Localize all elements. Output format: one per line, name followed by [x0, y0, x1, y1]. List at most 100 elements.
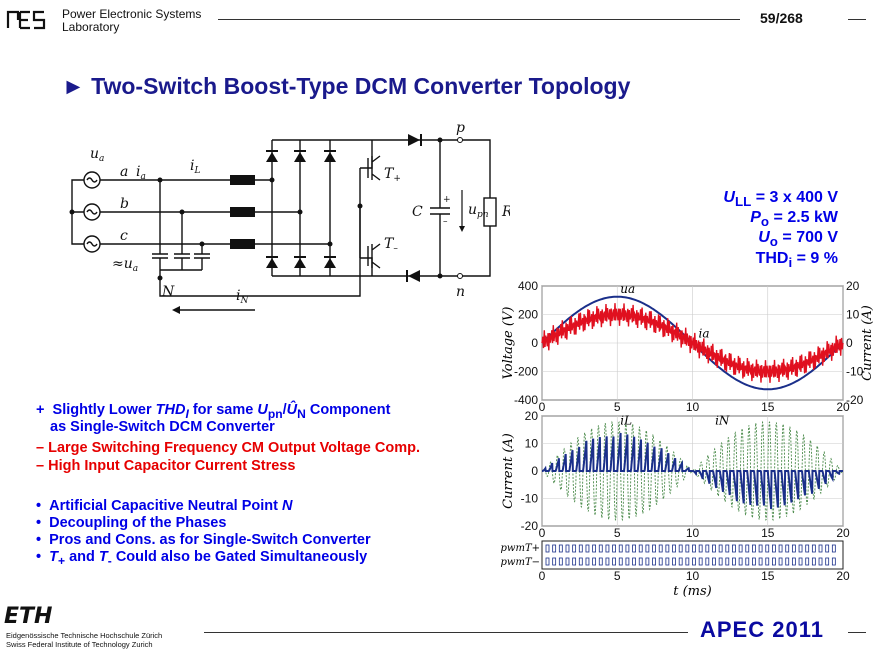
- pwm-tminus-pulse: [785, 557, 790, 566]
- pwm-tplus-pulse: [785, 544, 790, 553]
- chart1-y2tick: 20: [846, 279, 860, 293]
- pwm-tminus-pulse: [825, 557, 830, 566]
- pwm-tplus-pulse: [658, 544, 663, 553]
- label-upn: upn: [468, 202, 489, 220]
- chart1-xtick: 20: [836, 400, 850, 414]
- label-c: c: [120, 228, 128, 244]
- header-divider-tail: [848, 19, 866, 20]
- chart1-ytick: 0: [531, 336, 538, 350]
- pro-bullet: + Slightly Lower THDI for same Upn/ÛN Co…: [36, 402, 391, 421]
- pwm-tminus-pulse: [725, 557, 730, 566]
- pwm-tminus-pulse: [572, 557, 577, 566]
- pwm-tminus-pulse: [625, 557, 630, 566]
- pwm-tminus-pulse: [545, 557, 550, 566]
- pwm-tplus-pulse: [612, 544, 616, 553]
- chart2-xtick: 15: [761, 526, 775, 540]
- footer-divider-tail: [848, 632, 866, 633]
- eth-name: Eidgenössische Technische Hochschule Zür…: [6, 631, 162, 649]
- pwm-tminus-pulse: [685, 557, 690, 566]
- pro-bullet-line2: as Single-Switch DCM Converter: [50, 419, 275, 435]
- chart3-xtick: 20: [836, 569, 850, 583]
- chart2-ytick: -10: [521, 492, 539, 506]
- pwm-tplus-pulse: [545, 544, 550, 553]
- label-Tplus: T+: [384, 166, 401, 184]
- pwm-tplus-pulse: [685, 544, 690, 553]
- chart1-label-ua: ua: [620, 282, 635, 296]
- dot-bullet-2: • Decoupling of the Phases: [36, 515, 227, 531]
- pes-logo: [6, 8, 56, 35]
- pwm-tminus-pulse: [831, 557, 836, 566]
- pwm-tplus-pulse: [811, 544, 816, 553]
- pwm-tplus-pulse: [738, 544, 743, 553]
- series-iL-line: [542, 432, 843, 510]
- pwm-tplus-pulse: [758, 544, 763, 553]
- chart2-xtick: 0: [539, 526, 546, 540]
- chart3-xtick: 15: [761, 569, 775, 583]
- chart2-xtick: 5: [614, 526, 621, 540]
- pwm-tminus-pulse: [732, 557, 736, 566]
- pwm-tminus-pulse: [765, 557, 770, 566]
- pwm-tminus-pulse: [598, 557, 603, 566]
- pwm-tplus-pulse: [732, 544, 736, 553]
- chart1-y2tick: -20: [846, 393, 864, 407]
- pwm-tminus-pulse: [692, 557, 696, 566]
- pwm-tplus-pulse: [645, 544, 650, 553]
- label-p: p: [456, 120, 465, 136]
- pwm-tminus-pulse: [585, 557, 590, 566]
- label-cap-minus: –: [443, 217, 448, 227]
- pwm-tplus-pulse: [692, 544, 696, 553]
- dot-bullet-1: • Artificial Capacitive Neutral Point N: [36, 498, 293, 514]
- chart1-ytick: 200: [518, 308, 538, 322]
- pwm-tplus-pulse: [652, 544, 656, 553]
- pes-logo-icon: [6, 10, 46, 30]
- pwm-tplus-pulse: [625, 544, 630, 553]
- pwm-tminus-pulse: [578, 557, 583, 566]
- apec-logo: APEC 2011: [700, 617, 824, 642]
- slide-title: ► Two-Switch Boost-Type DCM Converter To…: [62, 73, 631, 99]
- label-N: N: [161, 284, 175, 300]
- pwm-tminus-pulse: [791, 557, 796, 566]
- pwm-tplus-pulse: [712, 544, 716, 553]
- chart1-label-ia: ia: [699, 326, 710, 340]
- pwm-tplus-pulse: [578, 544, 583, 553]
- pwm-tminus-pulse: [552, 557, 557, 566]
- pwm-tminus-pulse: [811, 557, 816, 566]
- pwm-tplus-pulse: [798, 544, 803, 553]
- pwm-tminus-pulse: [745, 557, 750, 566]
- pwm-tplus-pulse: [718, 544, 723, 553]
- chart1-xtick: 5: [614, 400, 621, 414]
- pwm-tplus-pulse: [725, 544, 730, 553]
- eth-name-line1: Eidgenössische Technische Hochschule Zür…: [6, 631, 163, 640]
- chart2-label-iN: iN: [715, 413, 730, 427]
- pwm-tminus-pulse: [652, 557, 656, 566]
- pwm-tplus-pulse: [552, 544, 557, 553]
- chart2-ytick: -20: [521, 519, 539, 533]
- chart3-xtick: 5: [614, 569, 621, 583]
- pwm-tplus-pulse: [698, 544, 703, 553]
- chart1-y2tick: 10: [846, 308, 860, 322]
- chart1-xtick: 10: [686, 400, 700, 414]
- pwm-tminus-pulse: [645, 557, 650, 566]
- spec-po: Po = 2.5 kW: [750, 209, 838, 230]
- label-cap-plus: +: [443, 195, 451, 205]
- pwm-tminus-pulse: [718, 557, 723, 566]
- pwm-tminus-pulse: [658, 557, 663, 566]
- pwm-tplus-pulse: [665, 544, 670, 553]
- pwm-tplus-pulse: [605, 544, 610, 553]
- pwm-tminus-pulse: [558, 557, 563, 566]
- pwm-tminus-pulse: [618, 557, 623, 566]
- pwm-tplus-pulse: [825, 544, 830, 553]
- pwm-tplus-pulse: [745, 544, 750, 553]
- chart2-xtick: 20: [836, 526, 850, 540]
- pwm-tplus-pulse: [632, 544, 636, 553]
- pwm-tminus-pulse: [798, 557, 803, 566]
- pwm-tplus-pulse: [572, 544, 577, 553]
- pwm-tplus-pulse: [705, 544, 710, 553]
- pwm-tminus-pulse: [758, 557, 763, 566]
- chart3-xtick: 10: [686, 569, 700, 583]
- page-number: 59/268: [760, 10, 803, 26]
- pwm-tplus-pulse: [778, 544, 783, 553]
- label-C: C: [412, 204, 423, 220]
- pwm-tminus-pulse: [592, 557, 597, 566]
